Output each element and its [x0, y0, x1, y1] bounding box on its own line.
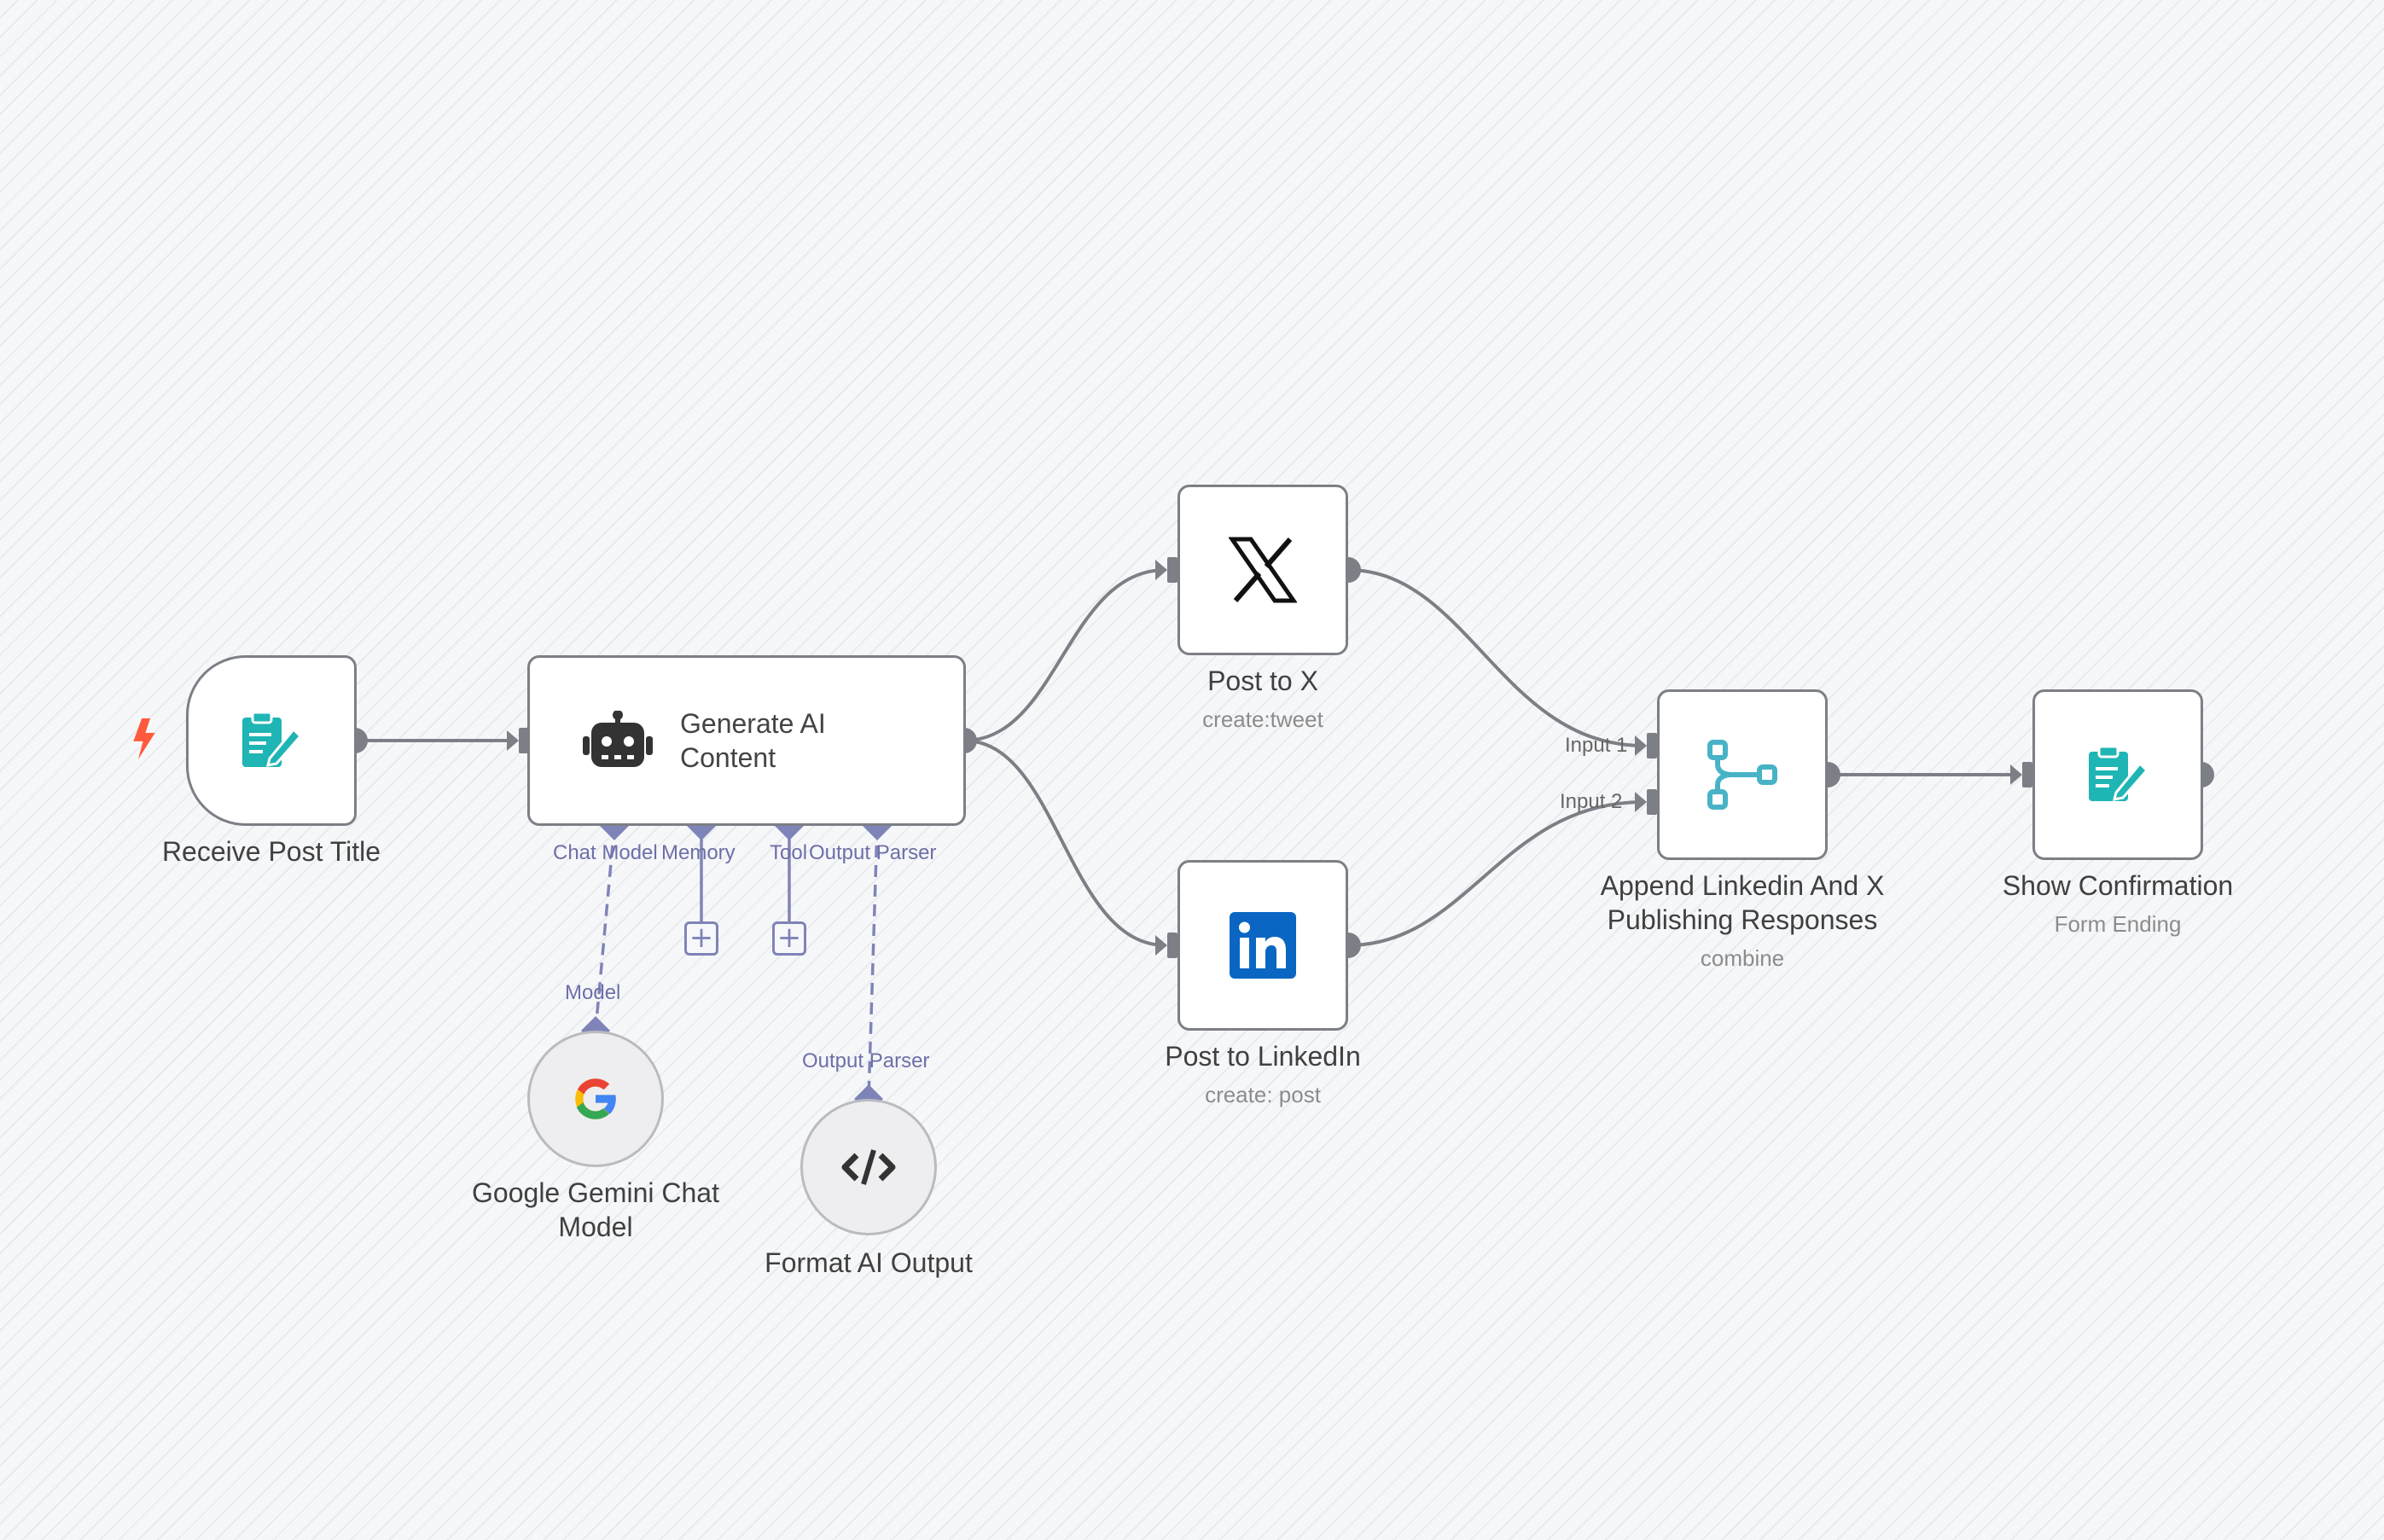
connection-format-output-parser — [867, 825, 879, 1100]
generate-ai-content-label: Generate AI Content — [680, 708, 826, 773]
show-confirmation-node[interactable] — [2032, 689, 2203, 860]
add-tool-button[interactable]: + — [772, 921, 806, 956]
post-to-x-label: Post to X — [1207, 665, 1318, 696]
post-to-linkedin-subtitle: create: post — [1205, 1082, 1321, 1107]
tool-port-label: Tool — [770, 841, 808, 864]
generate-input-handle — [519, 728, 529, 753]
chat-model-port-label: Chat Model — [553, 841, 658, 864]
append-responses-subtitle: combine — [1700, 945, 1785, 971]
sub-output-parser-port-label: Output Parser — [802, 1049, 930, 1072]
arrow-confirm — [2010, 764, 2022, 785]
add-memory-button[interactable]: + — [684, 921, 718, 956]
output-parser-port-label: Output Parser — [809, 841, 937, 864]
form-edit-icon — [2089, 745, 2149, 801]
google-gemini-chat-model-node[interactable] — [527, 1031, 664, 1167]
show-confirmation-label: Show Confirmation — [2002, 870, 2234, 901]
post-to-x-subtitle: create:tweet — [1202, 706, 1323, 732]
arrow-generate — [507, 730, 519, 751]
lightning-bolt-icon — [133, 718, 155, 759]
receive-post-title-label: Receive Post Title — [161, 836, 381, 867]
arrow-append-1 — [1635, 735, 1647, 756]
model-port-label: Model — [565, 981, 621, 1004]
connection-post-linkedin-append — [1347, 800, 1644, 947]
receive-post-title-node[interactable] — [186, 655, 357, 826]
arrow-post-linkedin — [1155, 935, 1167, 956]
confirm-input-handle — [2022, 762, 2032, 787]
memory-port-label: Memory — [661, 841, 736, 864]
append-responses-label: Append Linkedin And X Publishing Respons… — [1600, 870, 1885, 935]
post-to-x-node[interactable] — [1177, 485, 1348, 655]
append-input1-handle — [1647, 733, 1657, 758]
generate-ai-content-node[interactable]: Generate AI Content — [527, 655, 966, 826]
arrow-post-x — [1155, 560, 1167, 580]
connection-generate-post-linkedin — [963, 739, 1166, 947]
form-edit-icon — [242, 711, 303, 767]
arrow-append-2 — [1635, 792, 1647, 812]
post-to-linkedin-label: Post to LinkedIn — [1165, 1041, 1361, 1072]
show-confirmation-subtitle: Form Ending — [2054, 911, 2182, 937]
post-to-linkedin-node[interactable] — [1177, 860, 1348, 1031]
post-linkedin-input-handle — [1167, 933, 1177, 958]
linkedin-logo-icon — [1230, 912, 1296, 979]
connection-generate-post-x — [963, 568, 1166, 742]
format-ai-output-node[interactable] — [800, 1099, 937, 1235]
connection-post-x-append — [1347, 568, 1644, 747]
append-input2-handle — [1647, 789, 1657, 815]
google-gemini-chat-model-label: Google Gemini Chat Model — [472, 1177, 719, 1242]
format-ai-output-label: Format AI Output — [765, 1247, 973, 1278]
google-logo-icon — [575, 1078, 618, 1119]
post-x-input-handle — [1167, 557, 1177, 583]
connection-gemini-chat-model — [594, 825, 616, 1032]
code-icon — [841, 1149, 896, 1185]
x-logo-icon — [1229, 537, 1297, 603]
merge-icon — [1707, 740, 1777, 810]
append-responses-node[interactable] — [1657, 689, 1828, 860]
input-2-label: Input 2 — [1560, 790, 1623, 813]
input-1-label: Input 1 — [1565, 734, 1628, 757]
robot-icon — [583, 711, 653, 767]
